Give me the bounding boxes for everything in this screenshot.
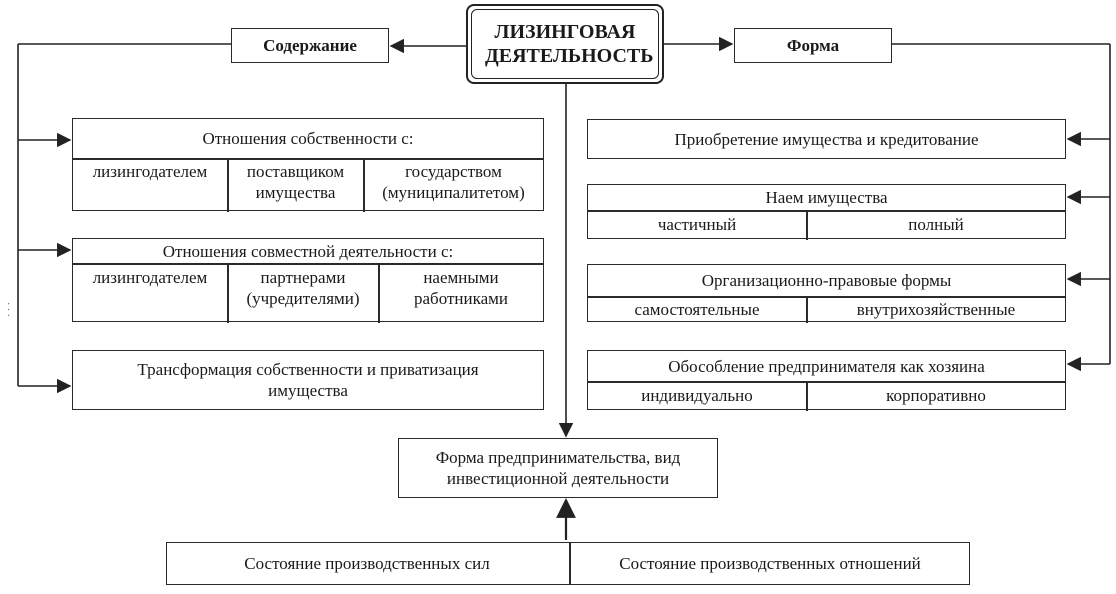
legal-forms-box: Организационно-правовые формы самостояте…: [587, 264, 1066, 323]
joint-cell-partners: партнерами (учредителями): [246, 268, 360, 308]
ownership-cell-state: государством (муниципалитетом): [382, 162, 525, 202]
acquisition-text: Приобретение имущества и кредитование: [674, 129, 979, 149]
joint-cell-employees: наемными работниками: [414, 268, 508, 308]
separation-cell-corporate: корпоративно: [886, 386, 986, 405]
ownership-cell-supplier: поставщиком имущества: [246, 162, 345, 202]
legal-cell-internal: внутрихозяйственные: [856, 299, 1016, 319]
form-label: Форма: [786, 36, 840, 55]
content-label-box: Содержание: [231, 28, 389, 63]
main-title-text: ЛИЗИНГОВАЯ ДЕЯТЕЛЬНОСТЬ: [485, 21, 654, 67]
form-label-box: Форма: [734, 28, 892, 63]
separation-header: Обособление предпринимателя как хозяина: [668, 356, 985, 376]
legal-header: Организационно-правовые формы: [701, 271, 952, 290]
ownership-header: Отношения собственности с:: [202, 129, 414, 148]
separation-cell-individual: индивидуально: [641, 386, 753, 405]
joint-header: Отношения совместной деятельности с:: [162, 241, 454, 261]
joint-cell-lessor: лизингодателем: [92, 268, 208, 287]
joint-relations-box: Отношения совместной деятельности с: лиз…: [72, 238, 544, 323]
ownership-relations-box: Отношения собственности с: лизингодателе…: [72, 118, 544, 212]
main-title: ЛИЗИНГОВАЯ ДЕЯТЕЛЬНОСТЬ: [466, 4, 664, 84]
acquisition-box: Приобретение имущества и кредитование: [587, 119, 1066, 159]
result-box: Форма предпринимательства, вид инвестици…: [398, 438, 718, 498]
page-margin-mark: · · ·: [2, 302, 13, 317]
production-relations-text: Состояние производственных отношений: [619, 554, 921, 573]
legal-cell-independent: самостоятельные: [634, 299, 760, 319]
content-label: Содержание: [263, 36, 357, 55]
productive-forces-text: Состояние производственных сил: [244, 554, 490, 573]
bottom-box: Состояние производственных сил Состояние…: [166, 542, 970, 585]
ownership-cell-lessor: лизингодателем: [92, 162, 208, 181]
hire-cell-full: полный: [908, 215, 964, 234]
transformation-box: Трансформация собственности и приватизац…: [72, 350, 544, 410]
transformation-text: Трансформация собственности и приватизац…: [137, 360, 479, 400]
hire-header: Наем имущества: [765, 188, 888, 207]
separation-box: Обособление предпринимателя как хозяина …: [587, 350, 1066, 411]
hire-box: Наем имущества частичный полный: [587, 184, 1066, 240]
hire-cell-partial: частичный: [657, 215, 737, 234]
result-text: Форма предпринимательства, вид инвестици…: [435, 448, 681, 488]
